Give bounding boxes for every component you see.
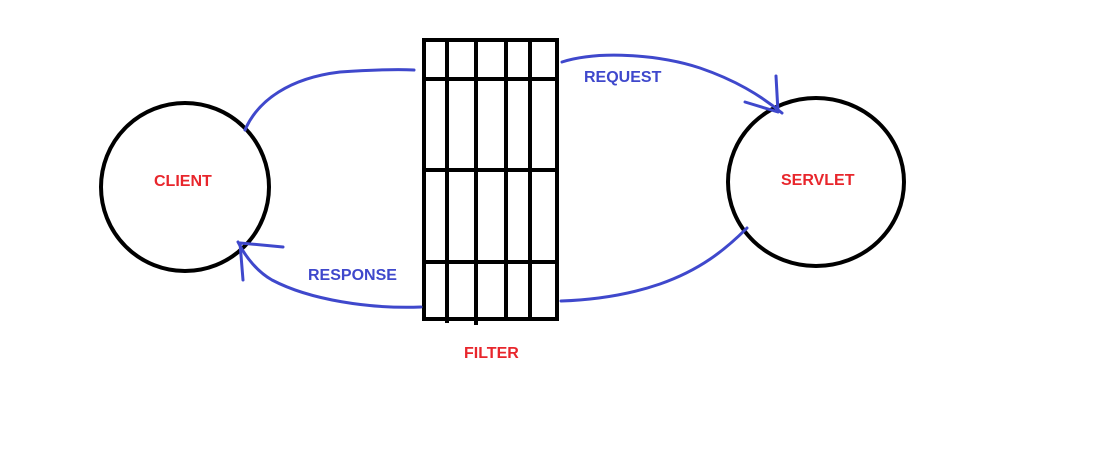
request-label: REQUEST <box>584 69 662 86</box>
response-label: RESPONSE <box>308 267 397 284</box>
client-to-filter-edge <box>243 68 416 132</box>
request-arrowhead <box>743 74 780 114</box>
servlet-to-filter-edge <box>559 226 749 303</box>
client-node-circle <box>99 101 271 273</box>
filter-label: FILTER <box>464 345 519 362</box>
response-edge <box>236 240 423 309</box>
request-edge <box>560 53 784 115</box>
filter-node-grid <box>422 38 559 325</box>
response-arrowhead <box>238 241 285 282</box>
client-label: CLIENT <box>154 173 212 190</box>
servlet-label: SERVLET <box>781 172 855 189</box>
servlet-node-circle <box>726 96 906 268</box>
